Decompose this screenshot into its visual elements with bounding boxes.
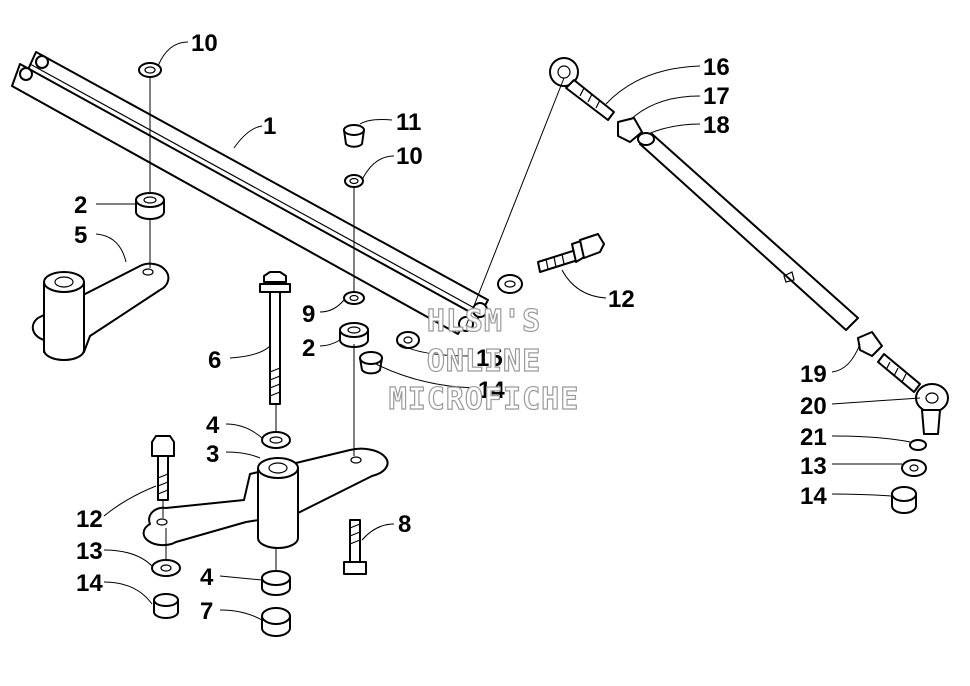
callout-19: 19 <box>800 361 827 388</box>
callout-16: 16 <box>703 54 730 81</box>
tie-rod-end-16 <box>549 57 615 121</box>
washer-13-right-hole <box>909 464 919 472</box>
washer-10-center-hole <box>349 177 359 185</box>
callout-6: 6 <box>208 347 221 374</box>
callout-21: 21 <box>800 424 827 451</box>
tie-rod-tube-18 <box>637 132 859 331</box>
washer-4-upper <box>261 431 291 449</box>
callout-12-right: 12 <box>608 286 635 313</box>
callout-12-left: 12 <box>76 506 103 533</box>
nut-4-lower <box>261 570 291 596</box>
washer-9 <box>343 291 365 305</box>
bolt-6 <box>259 271 291 405</box>
spacer-2-left <box>135 192 165 220</box>
nut-14-left <box>153 593 179 619</box>
callout-3: 3 <box>206 441 219 468</box>
spacer-2-center <box>339 322 369 348</box>
callout-18: 18 <box>703 112 730 139</box>
callout-15: 15 <box>476 345 503 372</box>
callout-labels: 10 1 11 10 2 5 6 9 2 15 14 12 4 3 12 13 … <box>74 30 827 625</box>
callout-20: 20 <box>800 393 827 420</box>
pitman-arm-5 <box>31 262 170 361</box>
bolt-12-left <box>151 435 175 501</box>
callout-7: 7 <box>200 598 213 625</box>
callout-14-left: 14 <box>76 570 103 597</box>
watermark-line-1: HLSM'S <box>427 304 541 339</box>
nut-14-right <box>891 486 917 514</box>
callout-8: 8 <box>398 511 411 538</box>
washer-13-left <box>151 559 181 577</box>
callout-10-top: 10 <box>191 30 218 57</box>
callout-17: 17 <box>703 83 730 110</box>
bolt-8 <box>343 519 367 575</box>
drag-link-arm <box>11 51 489 335</box>
washer-15 <box>396 331 420 349</box>
cap-7 <box>261 607 291 637</box>
callout-1: 1 <box>263 113 276 140</box>
callout-2-left: 2 <box>74 192 87 219</box>
callout-5: 5 <box>74 222 87 249</box>
callout-13-left: 13 <box>76 538 103 565</box>
washer-9-hole <box>349 294 359 302</box>
leader-lines <box>95 41 921 621</box>
washer-12-right <box>497 274 523 294</box>
callout-4-lower: 4 <box>200 564 214 591</box>
assembly-lines <box>149 77 565 572</box>
watermark: HLSM'S ONLINE MICROFICHE <box>388 303 580 417</box>
watermark-line-2: ONLINE <box>427 344 541 379</box>
callout-14-right: 14 <box>800 483 827 510</box>
washer-4-upper-hole <box>269 436 283 444</box>
nut-14-center <box>359 351 383 375</box>
callout-9: 9 <box>302 301 315 328</box>
washer-15-hole <box>403 336 413 344</box>
tie-rod-end-20 <box>877 353 949 435</box>
washer-10-center <box>344 174 364 188</box>
washer-21 <box>909 439 927 451</box>
callout-2-center: 2 <box>302 335 315 362</box>
washer-10-top <box>138 62 162 78</box>
callout-10-center: 10 <box>396 143 423 170</box>
callout-4-upper: 4 <box>206 412 220 439</box>
callout-11: 11 <box>396 109 421 136</box>
callout-14-center: 14 <box>478 377 505 404</box>
callout-13-right: 13 <box>800 453 827 480</box>
washer-13-right <box>901 459 927 477</box>
watermark-line-3: MICROFICHE <box>389 382 580 417</box>
washer-13-left-hole <box>160 564 172 572</box>
washer-12-right-hole <box>504 280 516 288</box>
jam-nut-19 <box>857 331 883 357</box>
washer-10-top-hole <box>144 66 156 74</box>
nut-11 <box>343 124 365 148</box>
bolt-12-right <box>537 233 605 273</box>
